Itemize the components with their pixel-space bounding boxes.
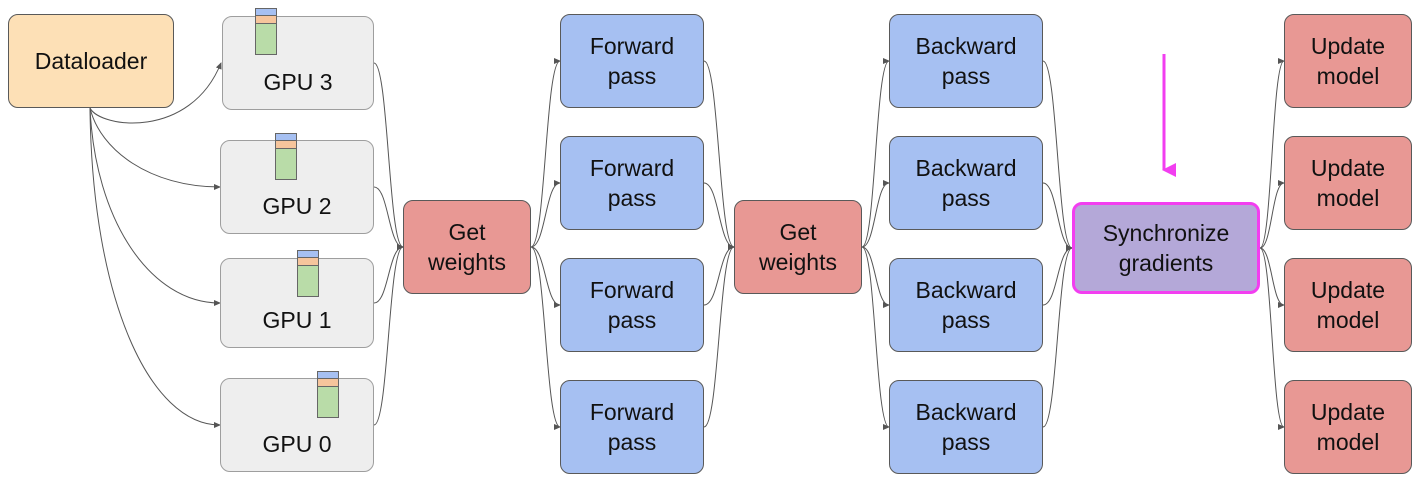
sync-label-line1: Synchronize xyxy=(1102,220,1230,246)
connector-edge xyxy=(530,246,561,430)
backward-pass-node-3: Backward pass xyxy=(889,258,1043,352)
gpu-2-node: GPU 2 xyxy=(220,133,374,234)
forward-label-line1: Forward xyxy=(589,33,675,59)
update-model-node-3: Update model xyxy=(1284,258,1412,352)
connector-edge xyxy=(861,180,890,248)
connector-edge xyxy=(373,244,404,304)
connector-edge xyxy=(89,62,222,124)
connector-edge xyxy=(89,107,221,428)
connector-edge xyxy=(373,186,404,250)
connector-edge xyxy=(1042,182,1073,251)
backward-pass-node-2: Backward pass xyxy=(889,136,1043,230)
get-weights-label-line2: weights xyxy=(428,249,506,275)
backward-label-line2: pass xyxy=(941,63,991,89)
forward-pass-node-4: Forward pass xyxy=(560,380,704,474)
connector-edge xyxy=(703,182,735,250)
get-weights-label-line1: Get xyxy=(448,219,486,245)
backward-label-line1: Backward xyxy=(915,155,1017,181)
gpu-3-node: GPU 3 xyxy=(222,8,374,110)
gpu-0-node: GPU 0 xyxy=(220,371,374,472)
update-label-line2: model xyxy=(1316,429,1380,455)
backward-label-line1: Backward xyxy=(915,277,1017,303)
connector-edge xyxy=(530,246,561,308)
connector-edge xyxy=(89,107,221,306)
connector-edge xyxy=(1042,60,1073,251)
dataloader-node: Dataloader xyxy=(8,14,174,108)
forward-label-line2: pass xyxy=(607,185,657,211)
gpu-memory-stack xyxy=(275,133,297,180)
update-label-line1: Update xyxy=(1310,155,1386,181)
forward-label-line1: Forward xyxy=(589,155,675,181)
connector-edge xyxy=(861,246,890,430)
update-label-line2: model xyxy=(1316,63,1380,89)
update-label-line1: Update xyxy=(1310,33,1386,59)
connector-edge xyxy=(373,62,404,250)
forward-label-line1: Forward xyxy=(589,277,675,303)
get-weights-label-line2: weights xyxy=(759,249,837,275)
synchronize-gradients-node: Synchronize gradients xyxy=(1072,202,1260,294)
connector-edge xyxy=(1259,247,1285,430)
connector-edge xyxy=(1259,58,1285,249)
backward-label-line1: Backward xyxy=(915,33,1017,59)
connector-edges xyxy=(89,58,1285,430)
dataloader-label: Dataloader xyxy=(34,48,148,74)
gpu-memory-stack xyxy=(297,250,319,297)
update-model-node-4: Update model xyxy=(1284,380,1412,474)
backward-label-line1: Backward xyxy=(915,399,1017,425)
connector-edge xyxy=(861,246,890,308)
connector-edge xyxy=(1042,245,1073,306)
gpu-1-node: GPU 1 xyxy=(220,250,374,348)
get-weights-node-1: Get weights xyxy=(403,200,531,294)
forward-pass-node-3: Forward pass xyxy=(560,258,704,352)
connector-edge xyxy=(861,58,890,248)
gpu-label: GPU 2 xyxy=(262,193,332,219)
update-model-node-1: Update model xyxy=(1284,14,1412,108)
gpu-label: GPU 0 xyxy=(262,431,332,457)
backward-label-line2: pass xyxy=(941,185,991,211)
update-label-line2: model xyxy=(1316,307,1380,333)
update-label-line1: Update xyxy=(1310,399,1386,425)
update-label-line2: model xyxy=(1316,185,1380,211)
forward-label-line2: pass xyxy=(607,429,657,455)
forward-pass-node-2: Forward pass xyxy=(560,136,704,230)
connector-edge xyxy=(1259,180,1285,249)
connector-edge xyxy=(89,107,221,190)
gpu-label: GPU 1 xyxy=(262,307,332,333)
gpu-memory-stack xyxy=(255,8,277,55)
connector-edge xyxy=(703,60,735,250)
connector-edge xyxy=(703,244,735,428)
get-weights-node-2: Get weights xyxy=(734,200,862,294)
connector-edge xyxy=(530,58,561,248)
backward-label-line2: pass xyxy=(941,429,991,455)
forward-pass-node-1: Forward pass xyxy=(560,14,704,108)
forward-label-line2: pass xyxy=(607,63,657,89)
connector-edge xyxy=(530,180,561,248)
connector-edge xyxy=(373,244,404,426)
update-label-line1: Update xyxy=(1310,277,1386,303)
forward-label-line2: pass xyxy=(607,307,657,333)
connector-edge xyxy=(1259,247,1285,308)
backward-pass-node-1: Backward pass xyxy=(889,14,1043,108)
connector-edge xyxy=(703,244,735,306)
sync-label-line2: gradients xyxy=(1118,250,1214,276)
forward-label-line1: Forward xyxy=(589,399,675,425)
backward-pass-node-4: Backward pass xyxy=(889,380,1043,474)
get-weights-label-line1: Get xyxy=(779,219,817,245)
gpu-memory-stack xyxy=(317,371,339,418)
gpu-label: GPU 3 xyxy=(263,69,333,95)
update-model-node-2: Update model xyxy=(1284,136,1412,230)
backward-label-line2: pass xyxy=(941,307,991,333)
connector-edge xyxy=(1042,245,1073,428)
